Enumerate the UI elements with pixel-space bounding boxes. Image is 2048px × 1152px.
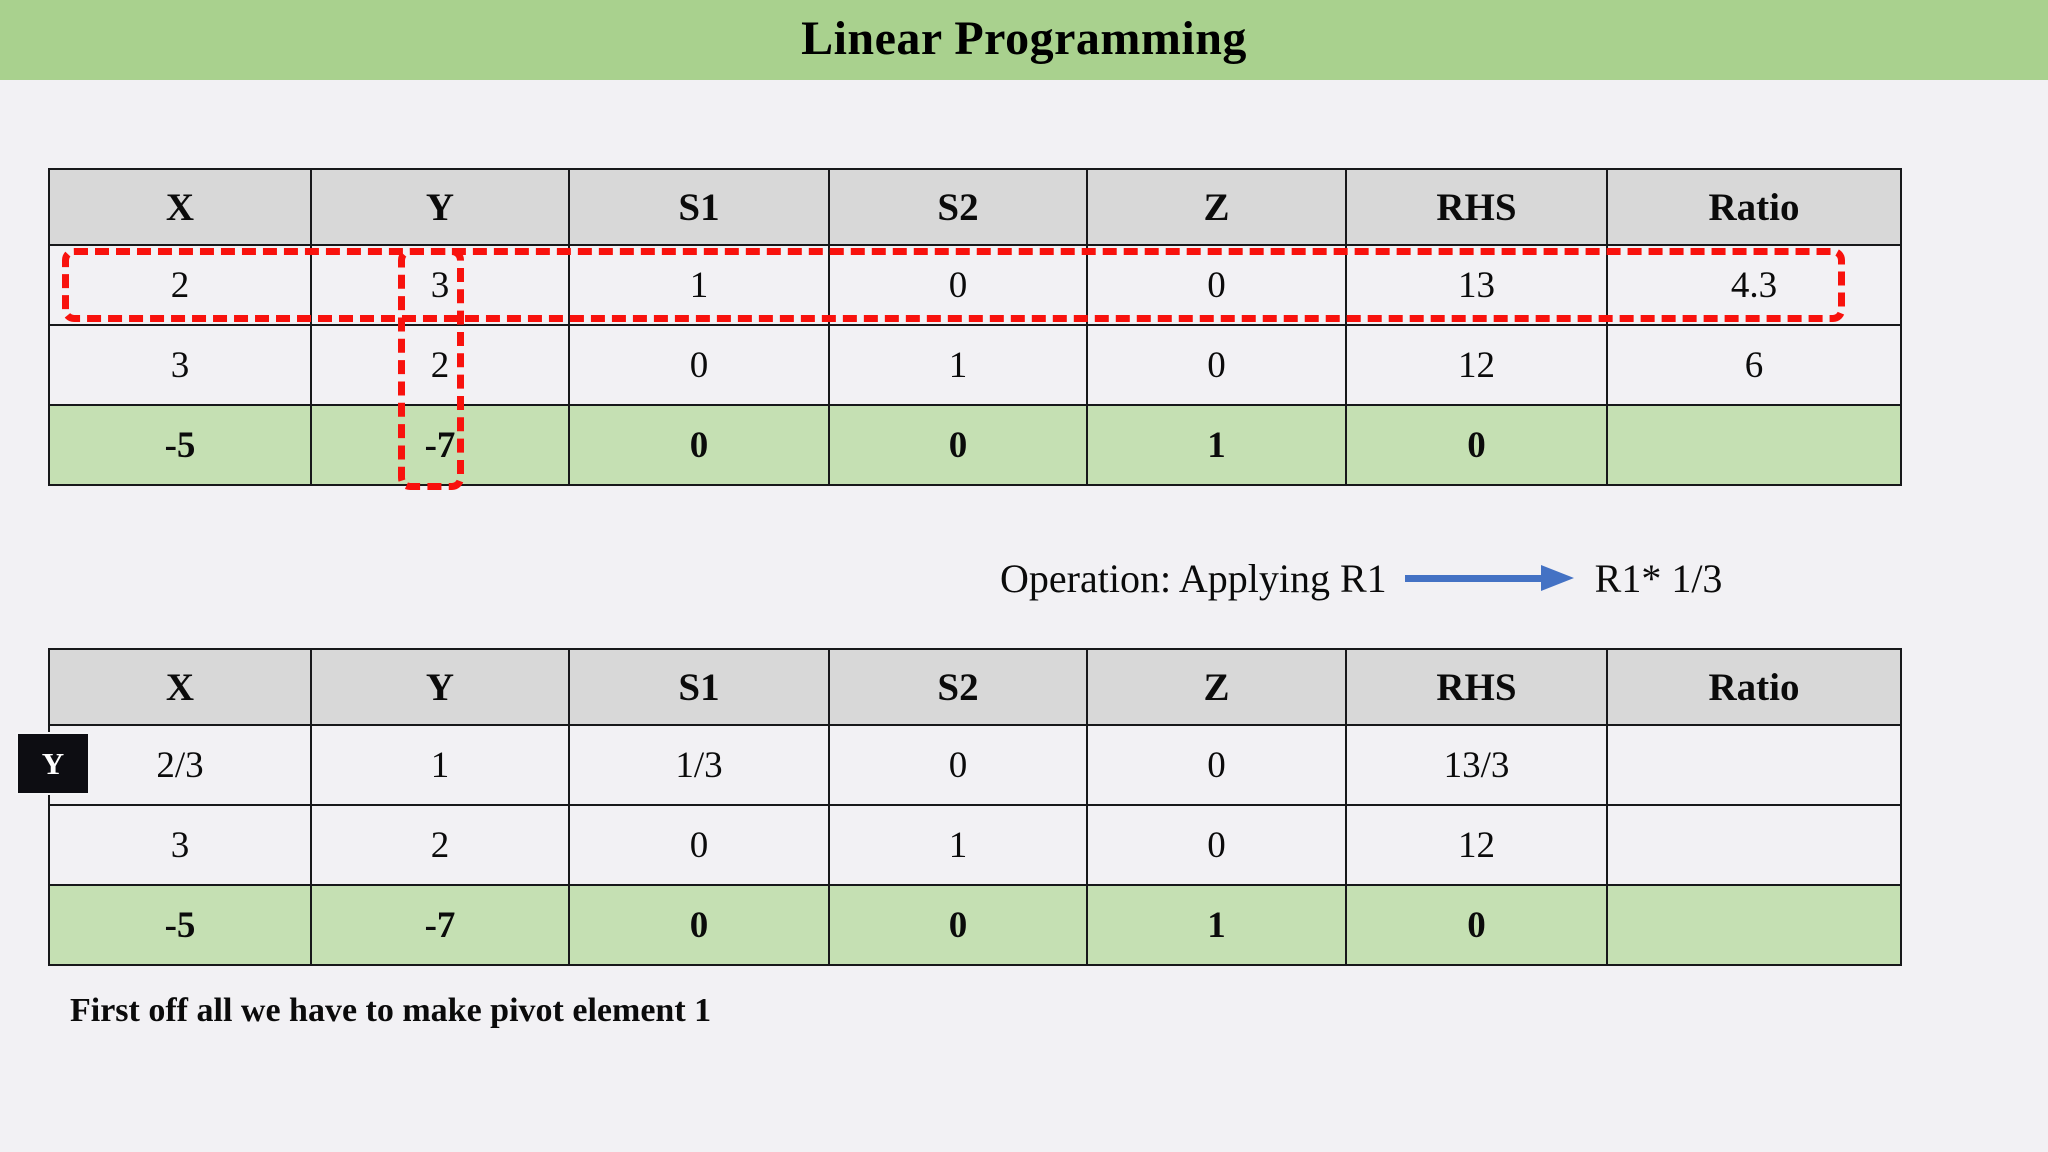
operation-prefix: Operation: Applying R1 bbox=[1000, 555, 1387, 601]
table-row: 2 3 1 0 0 13 4.3 bbox=[48, 244, 1902, 326]
column-header-s2: S2 bbox=[828, 648, 1088, 726]
operation-label: Operation: Applying R1 R1* 1/3 bbox=[1000, 548, 1722, 608]
cell-y: 2 bbox=[310, 804, 570, 886]
cell-z: 1 bbox=[1086, 884, 1347, 966]
cell-x: 2 bbox=[48, 244, 312, 326]
table-header-row: X Y S1 S2 Z RHS Ratio bbox=[48, 168, 1902, 246]
page-title: Linear Programming bbox=[801, 12, 1247, 65]
table-row: 3 2 0 1 0 12 6 bbox=[48, 324, 1902, 406]
cell-y: 2 bbox=[310, 324, 570, 406]
column-header-x: X bbox=[48, 648, 312, 726]
footnote-text: First off all we have to make pivot elem… bbox=[70, 992, 712, 1029]
column-header-z: Z bbox=[1086, 648, 1347, 726]
cell-s2: 1 bbox=[828, 804, 1088, 886]
cell-y: 1 bbox=[310, 724, 570, 806]
cell-ratio: 4.3 bbox=[1606, 244, 1902, 326]
arrow-right-icon bbox=[1404, 563, 1577, 593]
cell-rhs: 12 bbox=[1345, 804, 1608, 886]
cell-z: 0 bbox=[1086, 804, 1347, 886]
column-header-s2: S2 bbox=[828, 168, 1088, 246]
cell-x: -5 bbox=[48, 404, 312, 486]
cell-x: -5 bbox=[48, 884, 312, 966]
cell-s1: 0 bbox=[568, 324, 830, 406]
column-header-z: Z bbox=[1086, 168, 1347, 246]
cell-rhs: 13/3 bbox=[1345, 724, 1608, 806]
column-header-ratio: Ratio bbox=[1606, 168, 1902, 246]
title-band bbox=[0, 0, 2048, 80]
table-row-objective: -5 -7 0 0 1 0 bbox=[48, 404, 1902, 486]
table-header-row: X Y S1 S2 Z RHS Ratio bbox=[48, 648, 1902, 726]
cell-x: 3 bbox=[48, 804, 312, 886]
cell-y: -7 bbox=[310, 404, 570, 486]
column-header-rhs: RHS bbox=[1345, 168, 1608, 246]
cell-z: 0 bbox=[1086, 724, 1347, 806]
cell-rhs: 0 bbox=[1345, 884, 1608, 966]
cell-s2: 0 bbox=[828, 884, 1088, 966]
cell-y: -7 bbox=[310, 884, 570, 966]
cell-ratio bbox=[1606, 724, 1902, 806]
column-header-s1: S1 bbox=[568, 168, 830, 246]
cell-s1: 0 bbox=[568, 884, 830, 966]
table-row-objective: -5 -7 0 0 1 0 bbox=[48, 884, 1902, 966]
column-header-s1: S1 bbox=[568, 648, 830, 726]
cell-s2: 0 bbox=[828, 244, 1088, 326]
column-header-ratio: Ratio bbox=[1606, 648, 1902, 726]
cell-s2: 0 bbox=[828, 724, 1088, 806]
operation-result: R1* 1/3 bbox=[1594, 555, 1723, 601]
column-header-y: Y bbox=[310, 648, 570, 726]
cell-s1: 0 bbox=[568, 804, 830, 886]
simplex-tableau-updated: X Y S1 S2 Z RHS Ratio 2/3 1 1/3 0 0 13/3… bbox=[48, 648, 1902, 966]
cell-y: 3 bbox=[310, 244, 570, 326]
column-header-rhs: RHS bbox=[1345, 648, 1608, 726]
cell-s1: 1 bbox=[568, 244, 830, 326]
basis-variable-tag: Y bbox=[16, 732, 90, 795]
cell-ratio bbox=[1606, 404, 1902, 486]
cell-s2: 1 bbox=[828, 324, 1088, 406]
cell-x: 2/3 bbox=[48, 724, 312, 806]
cell-rhs: 0 bbox=[1345, 404, 1608, 486]
table-row: 2/3 1 1/3 0 0 13/3 bbox=[48, 724, 1902, 806]
cell-rhs: 13 bbox=[1345, 244, 1608, 326]
cell-s1: 1/3 bbox=[568, 724, 830, 806]
table-row: 3 2 0 1 0 12 bbox=[48, 804, 1902, 886]
cell-s2: 0 bbox=[828, 404, 1088, 486]
cell-z: 1 bbox=[1086, 404, 1347, 486]
cell-ratio: 6 bbox=[1606, 324, 1902, 406]
cell-x: 3 bbox=[48, 324, 312, 406]
cell-z: 0 bbox=[1086, 244, 1347, 326]
cell-rhs: 12 bbox=[1345, 324, 1608, 406]
cell-ratio bbox=[1606, 884, 1902, 966]
column-header-x: X bbox=[48, 168, 312, 246]
cell-s1: 0 bbox=[568, 404, 830, 486]
column-header-y: Y bbox=[310, 168, 570, 246]
cell-ratio bbox=[1606, 804, 1902, 886]
cell-z: 0 bbox=[1086, 324, 1347, 406]
simplex-tableau-initial: X Y S1 S2 Z RHS Ratio 2 3 1 0 0 13 4.3 3… bbox=[48, 168, 1902, 486]
